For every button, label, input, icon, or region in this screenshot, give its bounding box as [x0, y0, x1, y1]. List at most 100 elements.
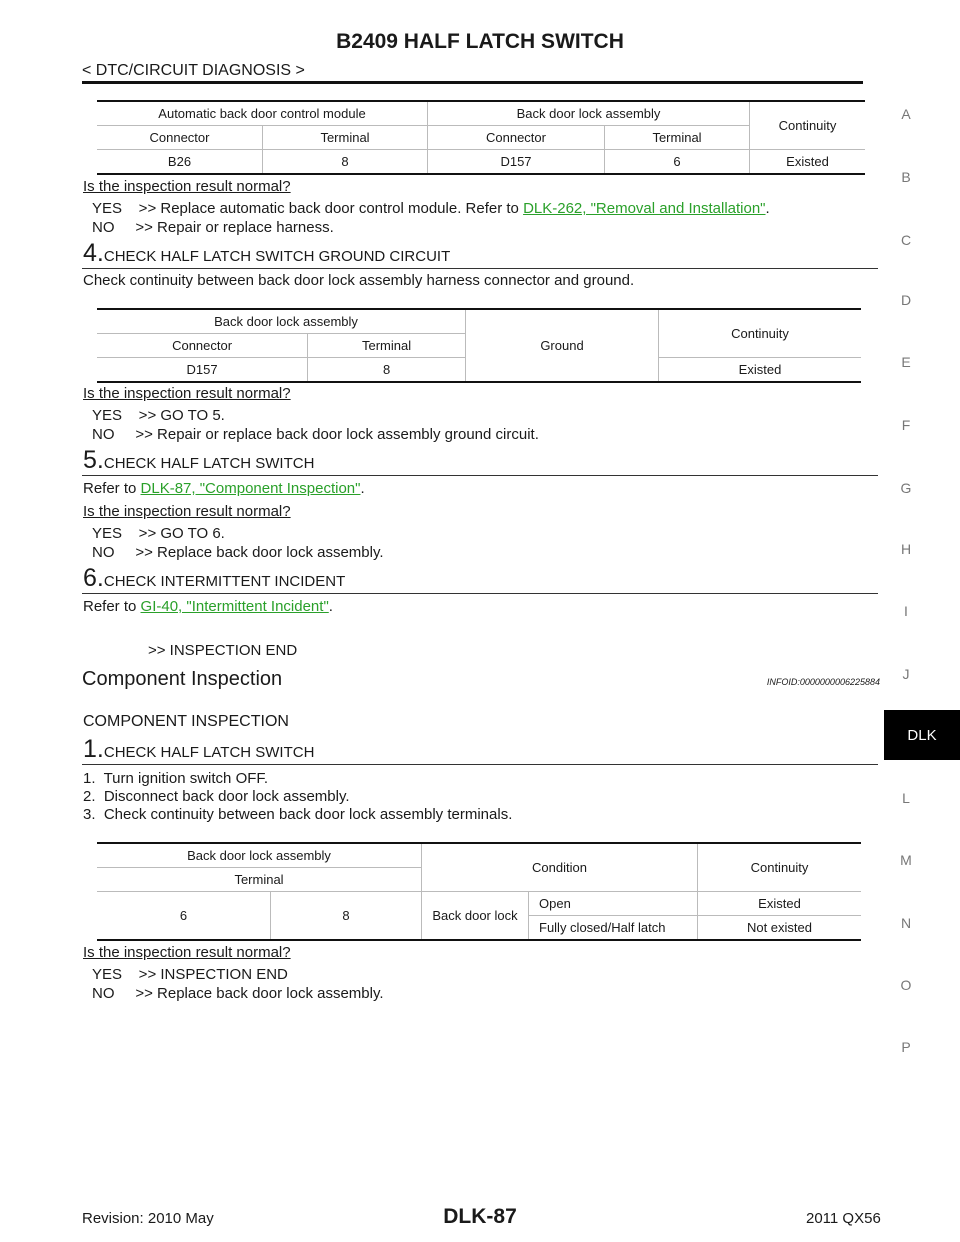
table-terminal-condition-continuity: Back door lock assembly Condition Contin…: [97, 842, 861, 941]
step-4-text: Check continuity between back door lock …: [83, 272, 635, 289]
table1-header-module: Automatic back door control module: [97, 101, 428, 126]
table1-cell: 6: [604, 149, 750, 174]
step-number: 1.: [83, 735, 104, 763]
yes-line: YES >> GO TO 5.: [92, 407, 225, 424]
table-connector-continuity: Automatic back door control module Back …: [97, 100, 865, 175]
step-6-text: Refer to GI-40, "Intermittent Incident".: [83, 598, 333, 615]
table3-header-condition: Condition: [421, 843, 698, 892]
table3-cell: Not existed: [697, 915, 861, 940]
table2-col-connector: Connector: [97, 333, 308, 358]
inspection-end: >> INSPECTION END: [148, 642, 298, 659]
no-line: NO >> Replace back door lock assembly.: [92, 544, 384, 561]
table1-header-lock: Back door lock assembly: [427, 101, 750, 126]
refer-text: Refer to: [83, 598, 141, 615]
table2-cell: Existed: [658, 357, 861, 382]
table3-cell: Open: [528, 891, 698, 916]
side-index-j[interactable]: J: [902, 666, 910, 682]
inspection-question: Is the inspection result normal?: [83, 944, 291, 961]
info-id: INFOID:0000000006225884: [766, 677, 880, 687]
side-index-d[interactable]: D: [900, 292, 912, 308]
table2-header-ground: Ground: [465, 309, 659, 383]
component-inspection-heading: Component Inspection: [82, 668, 283, 690]
table2-cell: D157: [186, 362, 218, 377]
yes-text: YES >> Replace automatic back door contr…: [92, 200, 524, 217]
step-title: CHECK INTERMITTENT INCIDENT: [103, 573, 346, 590]
no-line: NO >> Repair or replace back door lock a…: [92, 426, 539, 443]
no-line: NO >> Repair or replace harness.: [92, 219, 334, 236]
table2-col-terminal: Terminal: [307, 333, 466, 358]
side-index-n[interactable]: N: [900, 915, 912, 931]
step-4-heading: 4.CHECK HALF LATCH SWITCH GROUND CIRCUIT: [83, 239, 450, 268]
step-title: CHECK HALF LATCH SWITCH: [103, 744, 315, 761]
table2-header-lock: Back door lock assembly: [97, 309, 466, 334]
table1-cell: B26: [167, 154, 192, 169]
list-item: 1. Turn ignition switch OFF.: [83, 770, 269, 787]
link-dlk-87[interactable]: DLK-87, "Component Inspection": [140, 480, 361, 497]
table2-cell: 8: [307, 357, 466, 382]
side-index-p[interactable]: P: [901, 1039, 911, 1055]
table3-cell: 8: [270, 891, 422, 941]
component-step-1-heading: 1.CHECK HALF LATCH SWITCH: [83, 735, 314, 764]
side-index-h[interactable]: H: [900, 541, 912, 557]
header-rule: [82, 81, 863, 84]
table3-cell: Back door lock: [421, 891, 529, 941]
yes-line: YES >> GO TO 6.: [92, 525, 225, 542]
table3-header-continuity: Continuity: [697, 843, 861, 892]
side-index-m[interactable]: M: [900, 852, 912, 868]
step-rule: [82, 593, 878, 594]
step-6-heading: 6.CHECK INTERMITTENT INCIDENT: [83, 564, 345, 593]
list-item: 3. Check continuity between back door lo…: [83, 806, 513, 823]
side-index-f[interactable]: F: [901, 417, 911, 433]
list-item: 2. Disconnect back door lock assembly.: [83, 788, 350, 805]
side-index-a[interactable]: A: [901, 106, 911, 122]
refer-suffix: .: [328, 598, 333, 615]
step-title: CHECK HALF LATCH SWITCH: [103, 455, 315, 472]
table1-cell: D157: [427, 149, 605, 174]
table3-cell: Fully closed/Half latch: [528, 915, 698, 940]
no-line: NO >> Replace back door lock assembly.: [92, 985, 384, 1002]
table1-col-connector: Connector: [427, 125, 605, 150]
side-index-e[interactable]: E: [901, 354, 911, 370]
table1-cell: 8: [262, 149, 428, 174]
yes-line: YES >> Replace automatic back door contr…: [92, 200, 770, 217]
step-number: 6.: [83, 564, 104, 592]
table1-header-continuity: Continuity: [749, 101, 865, 150]
side-index-o[interactable]: O: [900, 977, 912, 993]
inspection-question: Is the inspection result normal?: [83, 503, 291, 520]
table1-col-connector: Connector: [97, 125, 263, 150]
side-index-g[interactable]: G: [900, 480, 912, 496]
step-number: 5.: [83, 446, 104, 474]
section-subtitle: < DTC/CIRCUIT DIAGNOSIS >: [82, 62, 305, 79]
footer-model: 2011 QX56: [806, 1210, 881, 1227]
link-dlk-262[interactable]: DLK-262, "Removal and Installation": [523, 200, 766, 217]
refer-text: Refer to: [83, 480, 141, 497]
step-number: 4.: [83, 239, 104, 267]
page-title: B2409 HALF LATCH SWITCH: [336, 30, 624, 53]
step-5-heading: 5.CHECK HALF LATCH SWITCH: [83, 446, 314, 475]
footer-revision: Revision: 2010 May: [82, 1210, 214, 1227]
step-rule: [82, 268, 878, 269]
side-index-dlk-active[interactable]: DLK: [884, 710, 960, 760]
side-index-l[interactable]: L: [902, 790, 910, 806]
step-rule: [82, 475, 878, 476]
inspection-question: Is the inspection result normal?: [83, 385, 291, 402]
step-title: CHECK HALF LATCH SWITCH GROUND CIRCUIT: [103, 248, 451, 265]
yes-line: YES >> INSPECTION END: [92, 966, 288, 983]
table1-cell: Existed: [749, 149, 865, 174]
side-index-b[interactable]: B: [901, 169, 911, 185]
table3-header-lock: Back door lock assembly: [97, 843, 422, 868]
inspection-question: Is the inspection result normal?: [83, 178, 291, 195]
table3-col-terminal: Terminal: [97, 867, 422, 892]
step-rule: [82, 764, 878, 765]
side-index-c[interactable]: C: [900, 232, 912, 248]
link-gi-40[interactable]: GI-40, "Intermittent Incident": [140, 598, 329, 615]
component-subheading: COMPONENT INSPECTION: [83, 713, 289, 730]
side-index-i[interactable]: I: [904, 603, 908, 619]
table-ground-continuity: Back door lock assembly Ground Continuit…: [97, 308, 861, 383]
table2-header-continuity: Continuity: [658, 309, 861, 358]
refer-suffix: .: [360, 480, 365, 497]
step-5-text: Refer to DLK-87, "Component Inspection".: [83, 480, 365, 497]
table3-cell: 6: [97, 891, 271, 941]
footer-page-number: DLK-87: [443, 1205, 517, 1228]
table1-col-terminal: Terminal: [604, 125, 750, 150]
